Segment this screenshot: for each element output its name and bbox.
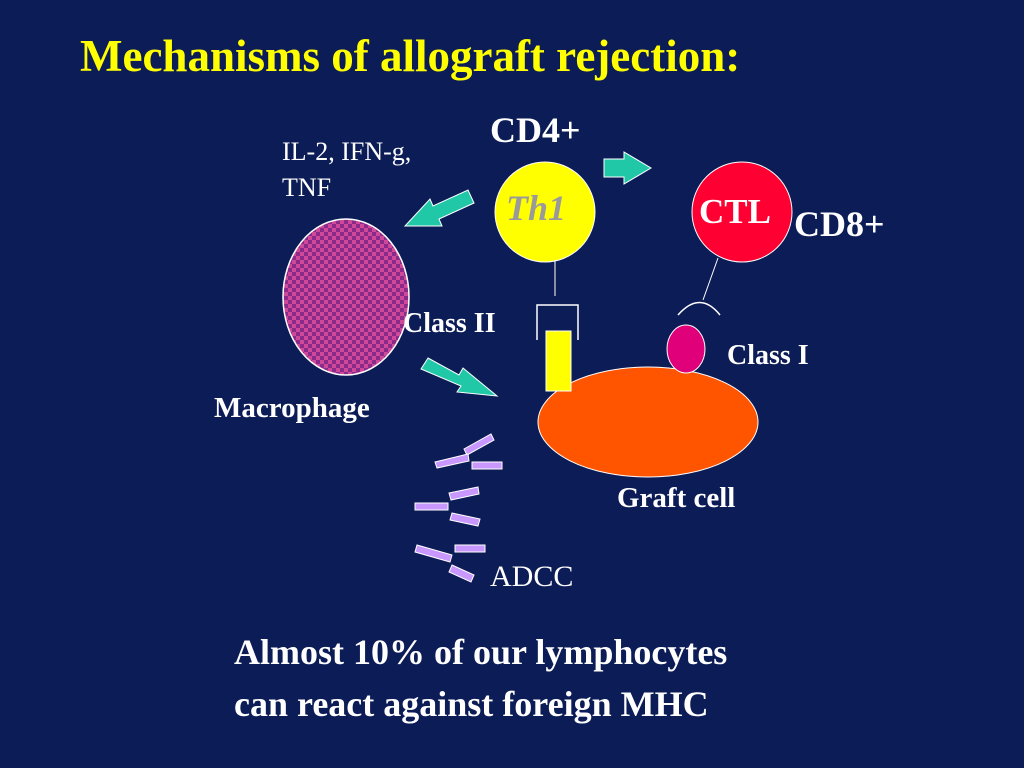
- th1-label: Th1: [506, 188, 567, 228]
- footer-line2: can react against foreign MHC: [234, 684, 709, 724]
- graft-cell-label: Graft cell: [617, 482, 736, 514]
- class-ii-receptor: [536, 304, 579, 340]
- footer-line1: Almost 10% of our lymphocytes: [234, 632, 728, 672]
- th1-cell: [494, 161, 596, 263]
- arrow-th1-to-macrophage: [403, 189, 475, 227]
- class-i-label: Class I: [727, 340, 809, 371]
- graft-cell: [537, 366, 759, 478]
- macrophage-cell: [282, 218, 410, 376]
- cd8-label: CD8+: [794, 204, 885, 244]
- cytokines-line1: IL-2, IFN-g,: [282, 137, 412, 166]
- macrophage-label: Macrophage: [214, 392, 370, 424]
- class-i-mhc: [666, 324, 706, 374]
- cd4-label: CD4+: [490, 110, 581, 150]
- cytokines-line2: TNF: [282, 173, 332, 202]
- class-ii-mhc: [545, 330, 572, 392]
- antibody-group: [414, 433, 503, 583]
- antibody-3: [414, 544, 486, 583]
- ctl-label: CTL: [699, 192, 771, 231]
- antibody-1: [434, 433, 503, 470]
- adcc-label: ADCC: [490, 560, 574, 593]
- antibody-2: [414, 486, 481, 527]
- slide-title: Mechanisms of allograft rejection:: [80, 31, 741, 81]
- ctl-tcr-stalk: [702, 257, 719, 301]
- ctl-cell: [691, 161, 793, 263]
- class-ii-label: Class II: [403, 308, 496, 339]
- arrow-macrophage-to-graft: [420, 357, 499, 397]
- arrow-th1-to-ctl: [603, 151, 652, 185]
- class-i-receptor: [677, 301, 721, 316]
